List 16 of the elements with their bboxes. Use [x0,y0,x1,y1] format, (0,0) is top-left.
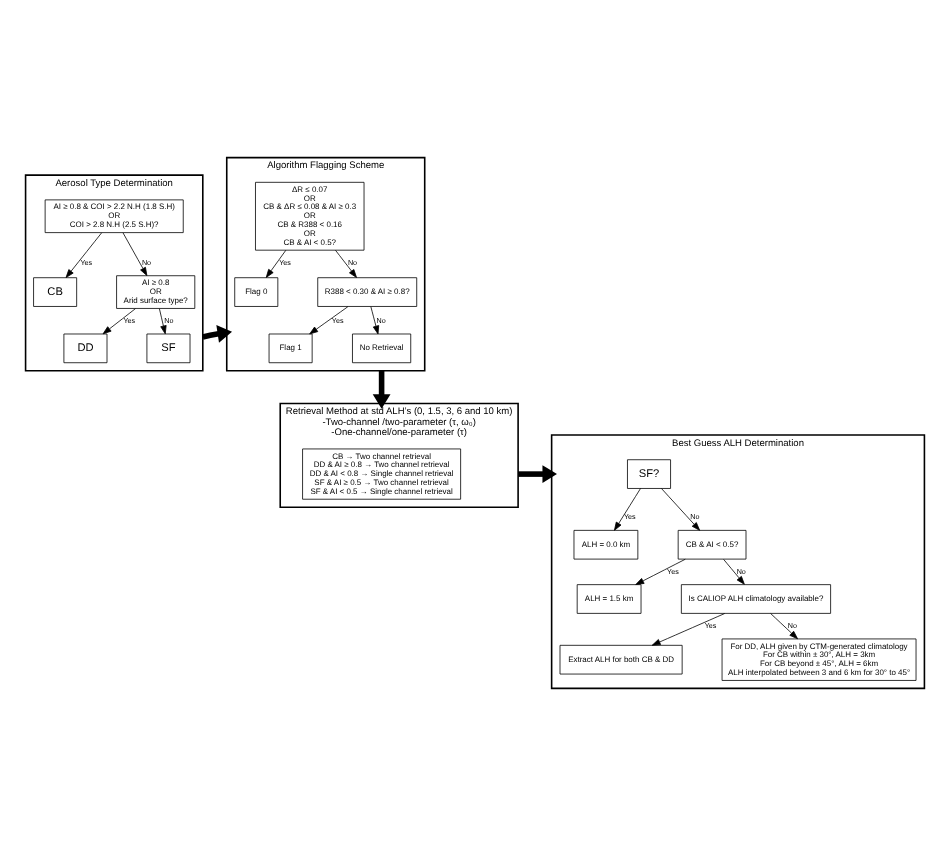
arrow [614,487,641,530]
arrow [518,464,557,482]
arrow [309,305,349,334]
arrow [335,248,357,277]
arrow [651,612,726,645]
arrow [65,231,103,277]
arrow [102,307,136,334]
arrow [661,487,701,530]
arrow [372,369,391,408]
arrow [635,557,686,584]
arrow [370,305,380,334]
arrow [723,557,745,584]
arrow [770,612,798,639]
arrow [265,248,287,277]
arrow [159,307,167,334]
arrow [122,231,148,275]
